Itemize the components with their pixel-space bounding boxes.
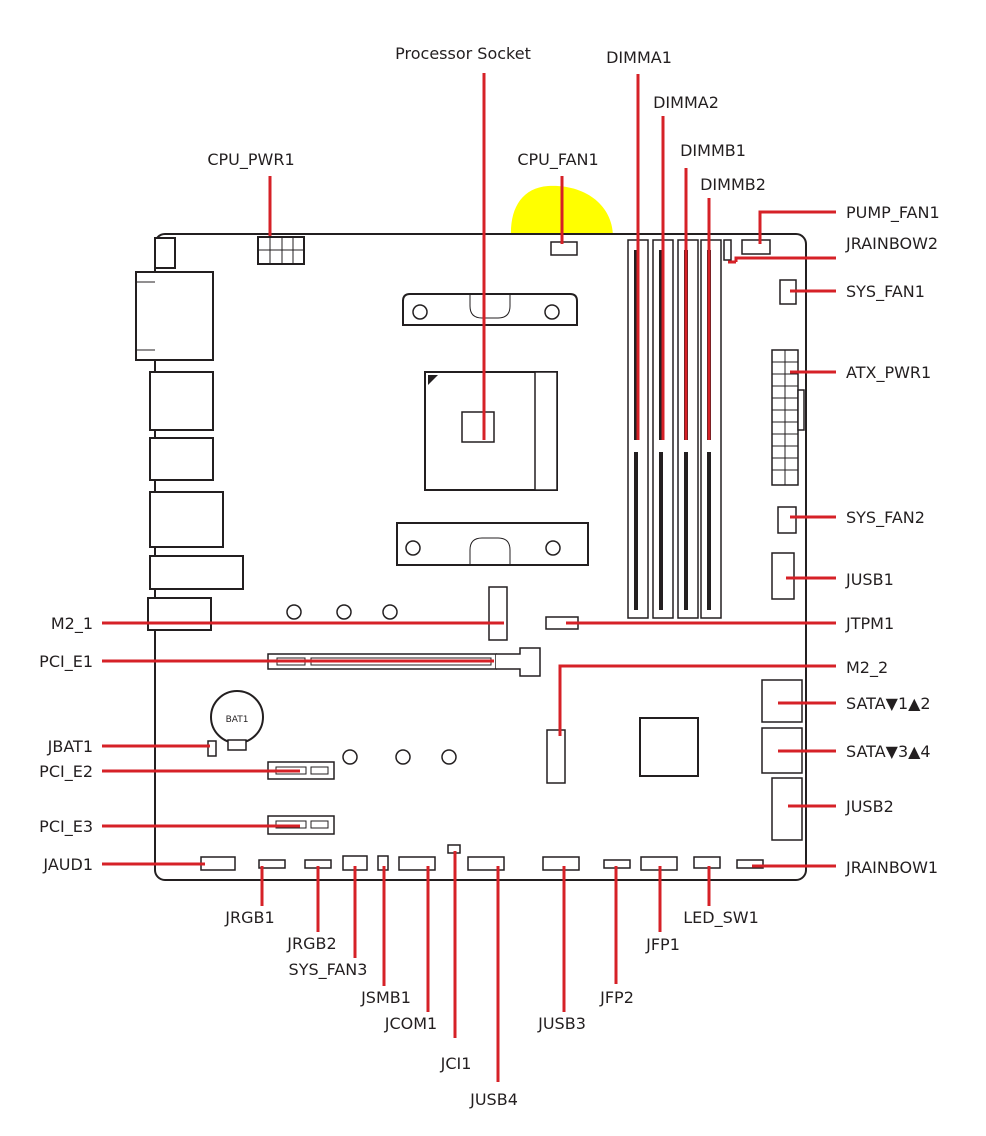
label-dimma1: DIMMA1 <box>606 48 672 67</box>
chipset <box>639 717 699 777</box>
label-jrainbow1: JRAINBOW1 <box>845 858 938 877</box>
socket-retention-bottom <box>396 522 589 566</box>
label-jbat1: JBAT1 <box>47 737 93 756</box>
rear-io-ports <box>135 237 244 631</box>
label-jusb3: JUSB3 <box>537 1014 586 1033</box>
leader-lines <box>102 73 836 1082</box>
label-cpu-fan1: CPU_FAN1 <box>517 150 598 170</box>
jusb1-connector <box>771 552 795 600</box>
label-sata12: SATA▼1▲2 <box>846 694 931 713</box>
pci-e2-slot <box>267 761 335 780</box>
processor-socket <box>424 371 558 491</box>
label-processor-socket: Processor Socket <box>395 44 531 63</box>
label-jusb2: JUSB2 <box>845 797 894 816</box>
battery-label: BAT1 <box>226 715 249 725</box>
pump-fan-connector <box>741 239 771 255</box>
label-m2-2: M2_2 <box>846 658 888 678</box>
standoff-holes <box>286 604 457 765</box>
label-atx-pwr1: ATX_PWR1 <box>846 363 931 383</box>
jbat1-header <box>207 740 217 757</box>
label-sys-fan1: SYS_FAN1 <box>846 282 925 302</box>
socket-retention-top <box>402 293 578 326</box>
label-pci-e2: PCI_E2 <box>39 762 93 782</box>
m2-1-slot <box>488 586 508 641</box>
label-jusb1: JUSB1 <box>845 570 894 589</box>
label-jaud1: JAUD1 <box>42 855 93 874</box>
label-jrgb1: JRGB1 <box>224 908 274 927</box>
battery: BAT1 <box>210 690 264 751</box>
label-sys-fan2: SYS_FAN2 <box>846 508 925 528</box>
jusb2-connector <box>771 777 803 841</box>
label-pci-e1: PCI_E1 <box>39 652 93 672</box>
label-m2-1: M2_1 <box>51 614 93 634</box>
bottom-headers <box>200 844 764 871</box>
label-jusb4: JUSB4 <box>469 1090 518 1109</box>
label-pump-fan1: PUMP_FAN1 <box>846 203 940 223</box>
label-pci-e3: PCI_E3 <box>39 817 93 837</box>
label-dimmb1: DIMMB1 <box>680 141 746 160</box>
cpu-pwr-connector <box>257 236 305 265</box>
cpu-fan-connector <box>550 241 578 256</box>
label-dimma2: DIMMA2 <box>653 93 719 112</box>
label-jsmb1: JSMB1 <box>360 988 411 1007</box>
label-jci1: JCI1 <box>440 1054 472 1073</box>
label-jcom1: JCOM1 <box>384 1014 437 1033</box>
label-sys-fan3: SYS_FAN3 <box>289 960 368 980</box>
m2-2-slot <box>546 729 566 784</box>
label-cpu-pwr1: CPU_PWR1 <box>207 150 294 170</box>
label-jtpm1: JTPM1 <box>845 614 894 633</box>
sys-fan2-connector <box>777 506 797 534</box>
label-jrgb2: JRGB2 <box>286 934 336 953</box>
label-jfp2: JFP2 <box>599 988 634 1007</box>
label-dimmb2: DIMMB2 <box>700 175 766 194</box>
jrainbow2-header <box>723 239 732 261</box>
label-jfp1: JFP1 <box>645 935 680 954</box>
label-jrainbow2: JRAINBOW2 <box>845 234 938 253</box>
sata12-connector <box>761 679 803 723</box>
label-led-sw1: LED_SW1 <box>683 908 759 928</box>
label-sata34: SATA▼3▲4 <box>846 742 931 761</box>
component-labels: Processor Socket DIMMA1 DIMMA2 DIMMB1 DI… <box>39 44 939 1109</box>
